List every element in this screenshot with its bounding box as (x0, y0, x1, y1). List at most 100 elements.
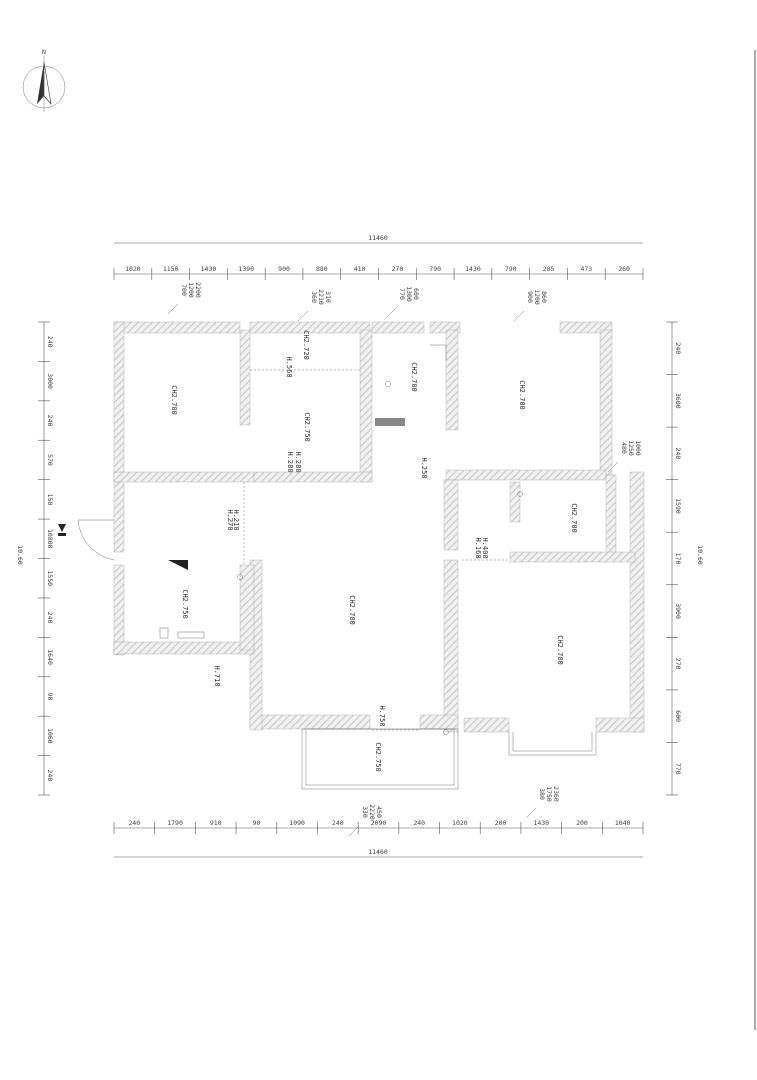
entry-marker (58, 524, 66, 532)
right-dim-label: 1590 (674, 498, 682, 514)
left-dim-ticks: 2403000240570150108001550240164090106024… (38, 321, 54, 796)
right-total-label: 10.60 (696, 545, 704, 565)
wall (559, 321, 613, 334)
left-dim-label: 240 (46, 415, 54, 427)
height-note: H.280 (294, 451, 302, 472)
callout-line: 1300 (405, 286, 413, 302)
wall (445, 329, 459, 431)
room-label: CH2.750 (374, 742, 382, 772)
callout-line: 360 (310, 291, 318, 303)
compass-north-label: N (42, 48, 46, 56)
room-label: CH2.700 (556, 635, 564, 665)
wall (463, 717, 510, 733)
right-dim-label: 170 (674, 553, 682, 565)
right-dim-label: 3600 (674, 393, 682, 409)
wall (113, 321, 241, 334)
bay-window-inner (512, 732, 593, 752)
height-note: H.400 (481, 537, 489, 558)
wall (253, 471, 373, 483)
wall (113, 321, 125, 483)
bottom-dim-label: 90 (253, 819, 261, 827)
top-dim-label: 270 (392, 265, 404, 273)
stair-marker (168, 560, 188, 570)
door-swing (430, 344, 447, 360)
height-note: H.710 (213, 665, 221, 686)
wall (249, 321, 371, 334)
wall (605, 474, 617, 556)
wall (443, 559, 459, 733)
wall (443, 479, 459, 551)
callout-line: 600 (412, 288, 420, 300)
top-dim-label: 285 (543, 265, 555, 273)
height-note: H.250 (420, 457, 428, 478)
room-label: CH2.700 (170, 385, 178, 415)
callout-line: 1200 (187, 282, 195, 298)
callout-line: 480 (620, 442, 628, 454)
top-total-label: 11460 (368, 234, 388, 242)
top-dim-label: 1150 (163, 265, 179, 273)
wall (113, 481, 125, 553)
bottom-dim-label: 200 (576, 819, 588, 827)
bottom-dim-label: 1090 (289, 819, 305, 827)
room-label: CH2.700 (518, 380, 526, 410)
right-dim-label: 770 (674, 763, 682, 775)
bottom-dim-label: 200 (495, 819, 507, 827)
kitchen-fixture (375, 418, 405, 426)
room-labels: CH2.700 CH2.750 CH2.700 CH2.700 CH2.700 … (170, 362, 578, 772)
right-dim-label: 600 (674, 710, 682, 722)
callout-line: 900 (526, 291, 534, 303)
right-dim-label: 270 (674, 658, 682, 670)
callout-line: 380 (538, 788, 546, 800)
left-dim-label: 1060 (46, 728, 54, 744)
wall (595, 717, 645, 733)
callout-leader (607, 461, 619, 473)
top-dim-label: 1020 (125, 265, 141, 273)
callout-line: 450 (375, 806, 383, 818)
callout-line: 2220 (368, 804, 376, 820)
compass-needle-outline (43, 61, 52, 105)
wall (445, 469, 607, 481)
top-dim-label: 880 (316, 265, 328, 273)
wall (509, 551, 636, 563)
height-note: H.560 (285, 356, 293, 377)
left-dim-label: 240 (46, 769, 54, 781)
bottom-dim-label: 240 (332, 819, 344, 827)
right-dim-label: 3900 (674, 603, 682, 619)
bottom-total-label: 11460 (368, 848, 388, 856)
wall (629, 471, 645, 733)
top-dim-label: 473 (580, 265, 592, 273)
bottom-dim-label: 1430 (533, 819, 549, 827)
room-label: CH2.750 (181, 589, 189, 619)
height-note: H.750 (378, 705, 386, 726)
left-dim-label: 1640 (46, 649, 54, 665)
bottom-dim-label: 240 (128, 819, 140, 827)
interior-lines (58, 344, 597, 790)
left-dim-label: 3000 (46, 373, 54, 389)
height-note: H.270 (226, 509, 234, 530)
entry-door-swing (77, 519, 115, 561)
callout-leader (525, 807, 537, 819)
top-dim-label: 410 (354, 265, 366, 273)
room-label: CH2.700 (570, 503, 578, 533)
walls (113, 321, 645, 733)
callout-line: 1000 (634, 440, 642, 456)
callout-line: 860 (540, 291, 548, 303)
toilet-fixture (159, 627, 169, 639)
callout-line: 2360 (552, 786, 560, 802)
top-dim-label: 1390 (238, 265, 254, 273)
left-dim-label: 1550 (46, 570, 54, 586)
room-label: CH2.750 (303, 412, 311, 442)
room-label: CH2.700 (410, 362, 418, 392)
callout-line: 700 (180, 284, 188, 296)
callout-leader (297, 310, 309, 322)
top-dim-label: 1430 (201, 265, 217, 273)
left-dimensions: 2403000240570150108001550240164090106024… (16, 321, 54, 796)
